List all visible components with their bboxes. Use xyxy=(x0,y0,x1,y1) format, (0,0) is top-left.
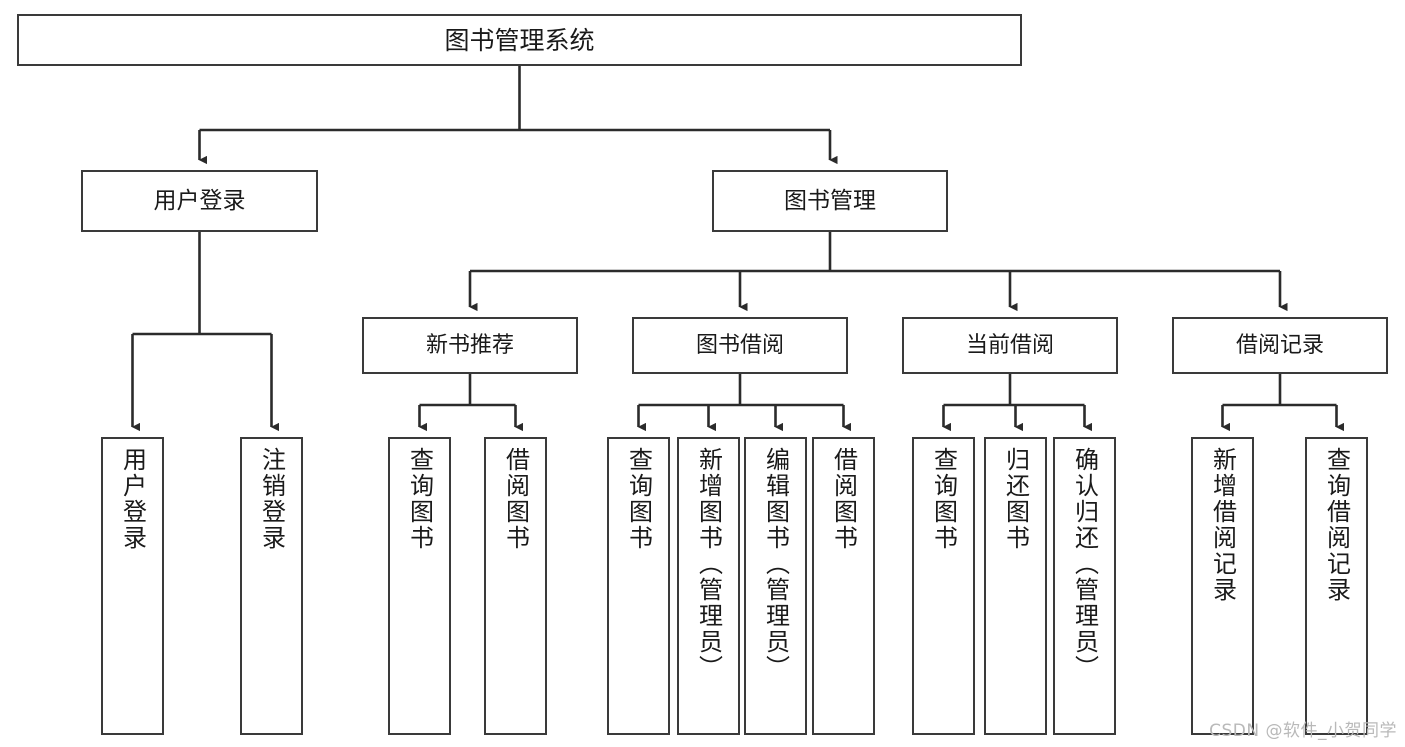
node-leaf-edit-book-label: 编辑图书（管理员） xyxy=(761,447,790,681)
node-leaf-borrow-book-1[interactable]: 借阅图书 xyxy=(484,437,547,735)
edges-borrow-record-to-leaves xyxy=(1221,374,1345,432)
node-leaf-add-borrow-record[interactable]: 新增借阅记录 xyxy=(1191,437,1254,735)
edges-new-book-rec-to-leaves xyxy=(418,374,524,432)
node-leaf-borrow-book-1-label: 借阅图书 xyxy=(501,447,530,551)
node-root-label: 图书管理系统 xyxy=(444,25,595,55)
node-current-borrow[interactable]: 当前借阅 xyxy=(902,317,1118,374)
node-leaf-query-borrow-record-label: 查询借阅记录 xyxy=(1322,447,1351,603)
node-new-book-recommend-label: 新书推荐 xyxy=(425,332,514,358)
node-root-system[interactable]: 图书管理系统 xyxy=(17,14,1022,66)
node-leaf-query-book-3[interactable]: 查询图书 xyxy=(912,437,975,735)
node-new-book-recommend[interactable]: 新书推荐 xyxy=(362,317,578,374)
node-book-borrow[interactable]: 图书借阅 xyxy=(632,317,848,374)
csdn-watermark: CSDN @软件_小贺同学 xyxy=(1209,721,1397,741)
node-leaf-confirm-return-label: 确认归还（管理员） xyxy=(1070,447,1099,681)
node-leaf-add-borrow-record-label: 新增借阅记录 xyxy=(1208,447,1237,603)
node-leaf-user-login-label: 用户登录 xyxy=(118,447,147,551)
edges-root-to-level2 xyxy=(198,66,838,165)
edges-user-login-to-leaves xyxy=(131,232,280,432)
node-leaf-user-logout-label: 注销登录 xyxy=(257,447,286,551)
node-leaf-user-login[interactable]: 用户登录 xyxy=(101,437,164,735)
node-book-manage[interactable]: 图书管理 xyxy=(712,170,948,232)
node-leaf-user-logout[interactable]: 注销登录 xyxy=(240,437,303,735)
edges-book-manage-to-level3 xyxy=(468,232,1288,312)
node-leaf-borrow-book-2-label: 借阅图书 xyxy=(829,447,858,551)
node-book-manage-label: 图书管理 xyxy=(784,187,876,214)
node-book-borrow-label: 图书借阅 xyxy=(695,332,784,358)
node-leaf-return-book-label: 归还图书 xyxy=(1001,447,1030,551)
node-leaf-add-book[interactable]: 新增图书（管理员） xyxy=(677,437,740,735)
node-leaf-query-borrow-record[interactable]: 查询借阅记录 xyxy=(1305,437,1368,735)
node-borrow-record[interactable]: 借阅记录 xyxy=(1172,317,1388,374)
node-user-login-label: 用户登录 xyxy=(153,187,246,214)
edges-current-borrow-to-leaves xyxy=(942,374,1093,432)
edges-book-borrow-to-leaves xyxy=(637,374,852,432)
node-current-borrow-label: 当前借阅 xyxy=(965,332,1054,358)
node-leaf-query-book-2[interactable]: 查询图书 xyxy=(607,437,670,735)
node-user-login[interactable]: 用户登录 xyxy=(81,170,318,232)
node-leaf-add-book-label: 新增图书（管理员） xyxy=(694,447,723,681)
node-leaf-query-book-1[interactable]: 查询图书 xyxy=(388,437,451,735)
node-leaf-query-book-1-label: 查询图书 xyxy=(405,447,434,551)
node-leaf-borrow-book-2[interactable]: 借阅图书 xyxy=(812,437,875,735)
node-leaf-edit-book[interactable]: 编辑图书（管理员） xyxy=(744,437,807,735)
node-leaf-query-book-2-label: 查询图书 xyxy=(624,447,653,551)
node-leaf-confirm-return[interactable]: 确认归还（管理员） xyxy=(1053,437,1116,735)
node-leaf-return-book[interactable]: 归还图书 xyxy=(984,437,1047,735)
node-leaf-query-book-3-label: 查询图书 xyxy=(929,447,958,551)
node-borrow-record-label: 借阅记录 xyxy=(1235,332,1324,358)
